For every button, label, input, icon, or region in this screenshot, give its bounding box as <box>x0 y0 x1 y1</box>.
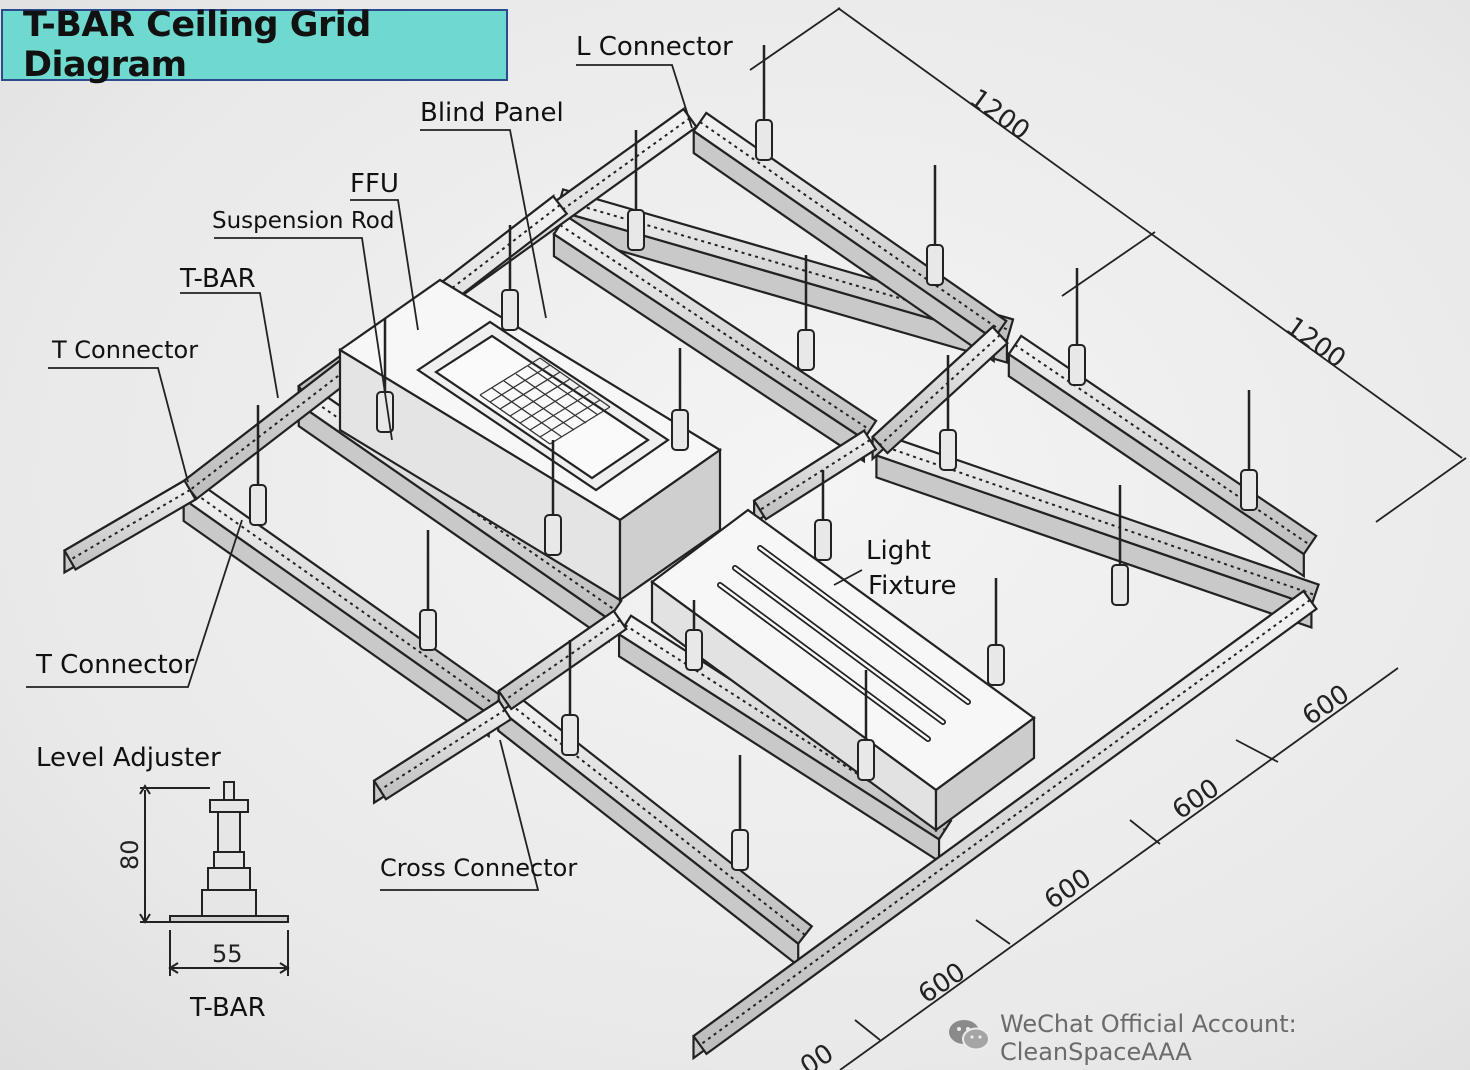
label-cross-connector: Cross Connector <box>380 854 578 882</box>
suspension-rod <box>561 640 579 756</box>
dim-detail-width: 55 <box>212 940 243 968</box>
suspension-rod <box>1068 268 1086 386</box>
dim-side-1: 600 <box>1297 679 1355 732</box>
suspension-rod <box>731 755 749 871</box>
suspension-rod <box>987 578 1005 686</box>
suspension-rod <box>544 440 562 556</box>
suspension-rod <box>685 600 703 671</box>
label-light-fixture-line1: Light <box>866 536 931 566</box>
suspension-rod <box>814 470 832 561</box>
t-bar-segment <box>692 111 1008 364</box>
callout-leaders <box>26 64 863 891</box>
t-bar-segment <box>875 433 1320 629</box>
label-ffu: FFU <box>350 169 399 199</box>
t-bar-segment <box>691 588 1319 1061</box>
wechat-icon <box>948 1018 990 1058</box>
label-l-connector: L Connector <box>576 32 733 62</box>
suspension-rod <box>249 405 267 526</box>
suspension-rod <box>797 255 815 371</box>
dim-side-3: 600 <box>1039 863 1097 916</box>
label-blind-panel: Blind Panel <box>420 98 564 128</box>
label-t-connector-bottom: T Connector <box>36 650 195 680</box>
dim-side-4: 600 <box>913 957 971 1010</box>
dimension-lines <box>749 7 1467 1070</box>
label-suspension-rod: Suspension Rod <box>212 208 395 234</box>
suspension-rod <box>939 355 957 471</box>
dim-side-5-partial: 00 <box>795 1038 839 1070</box>
label-t-connector-top: T Connector <box>52 336 199 364</box>
label-detail-caption: T-BAR <box>190 993 266 1023</box>
suspension-rod <box>1240 390 1258 511</box>
ffu-filter-mesh <box>479 357 611 445</box>
suspension-rod <box>671 348 689 451</box>
dim-side-2: 600 <box>1167 773 1225 826</box>
suspension-rod <box>627 130 645 251</box>
watermark: WeChat Official Account: CleanSpaceAAA <box>948 1010 1470 1066</box>
suspension-rod <box>501 225 519 331</box>
t-bar-segment <box>372 698 513 805</box>
t-bar-segment <box>497 608 628 716</box>
title-banner: T-BAR Ceiling Grid Diagram <box>1 5 508 85</box>
t-bar-segment <box>752 428 878 525</box>
label-light-fixture-line2: Fixture <box>868 571 957 601</box>
suspension-rod <box>926 165 944 286</box>
label-t-bar: T-BAR <box>180 264 256 294</box>
suspension-rod <box>419 530 437 651</box>
dim-top-2: 1200 <box>1280 311 1351 374</box>
t-bar-segment <box>1007 334 1318 579</box>
level-adjuster-detail: 80 55 <box>116 781 290 976</box>
watermark-text: WeChat Official Account: CleanSpaceAAA <box>1000 1010 1297 1066</box>
t-bar-segment <box>552 214 878 464</box>
dim-detail-height: 80 <box>116 839 144 870</box>
page-title: T-BAR Ceiling Grid Diagram <box>23 5 371 85</box>
dim-top-1: 1200 <box>964 83 1035 146</box>
suspension-rod <box>755 45 773 161</box>
t-bar-segment <box>871 324 1009 462</box>
suspension-rod <box>857 670 875 781</box>
label-level-adjuster: Level Adjuster <box>36 743 221 773</box>
suspension-rod <box>1111 485 1129 606</box>
t-bar-segment <box>62 478 198 575</box>
